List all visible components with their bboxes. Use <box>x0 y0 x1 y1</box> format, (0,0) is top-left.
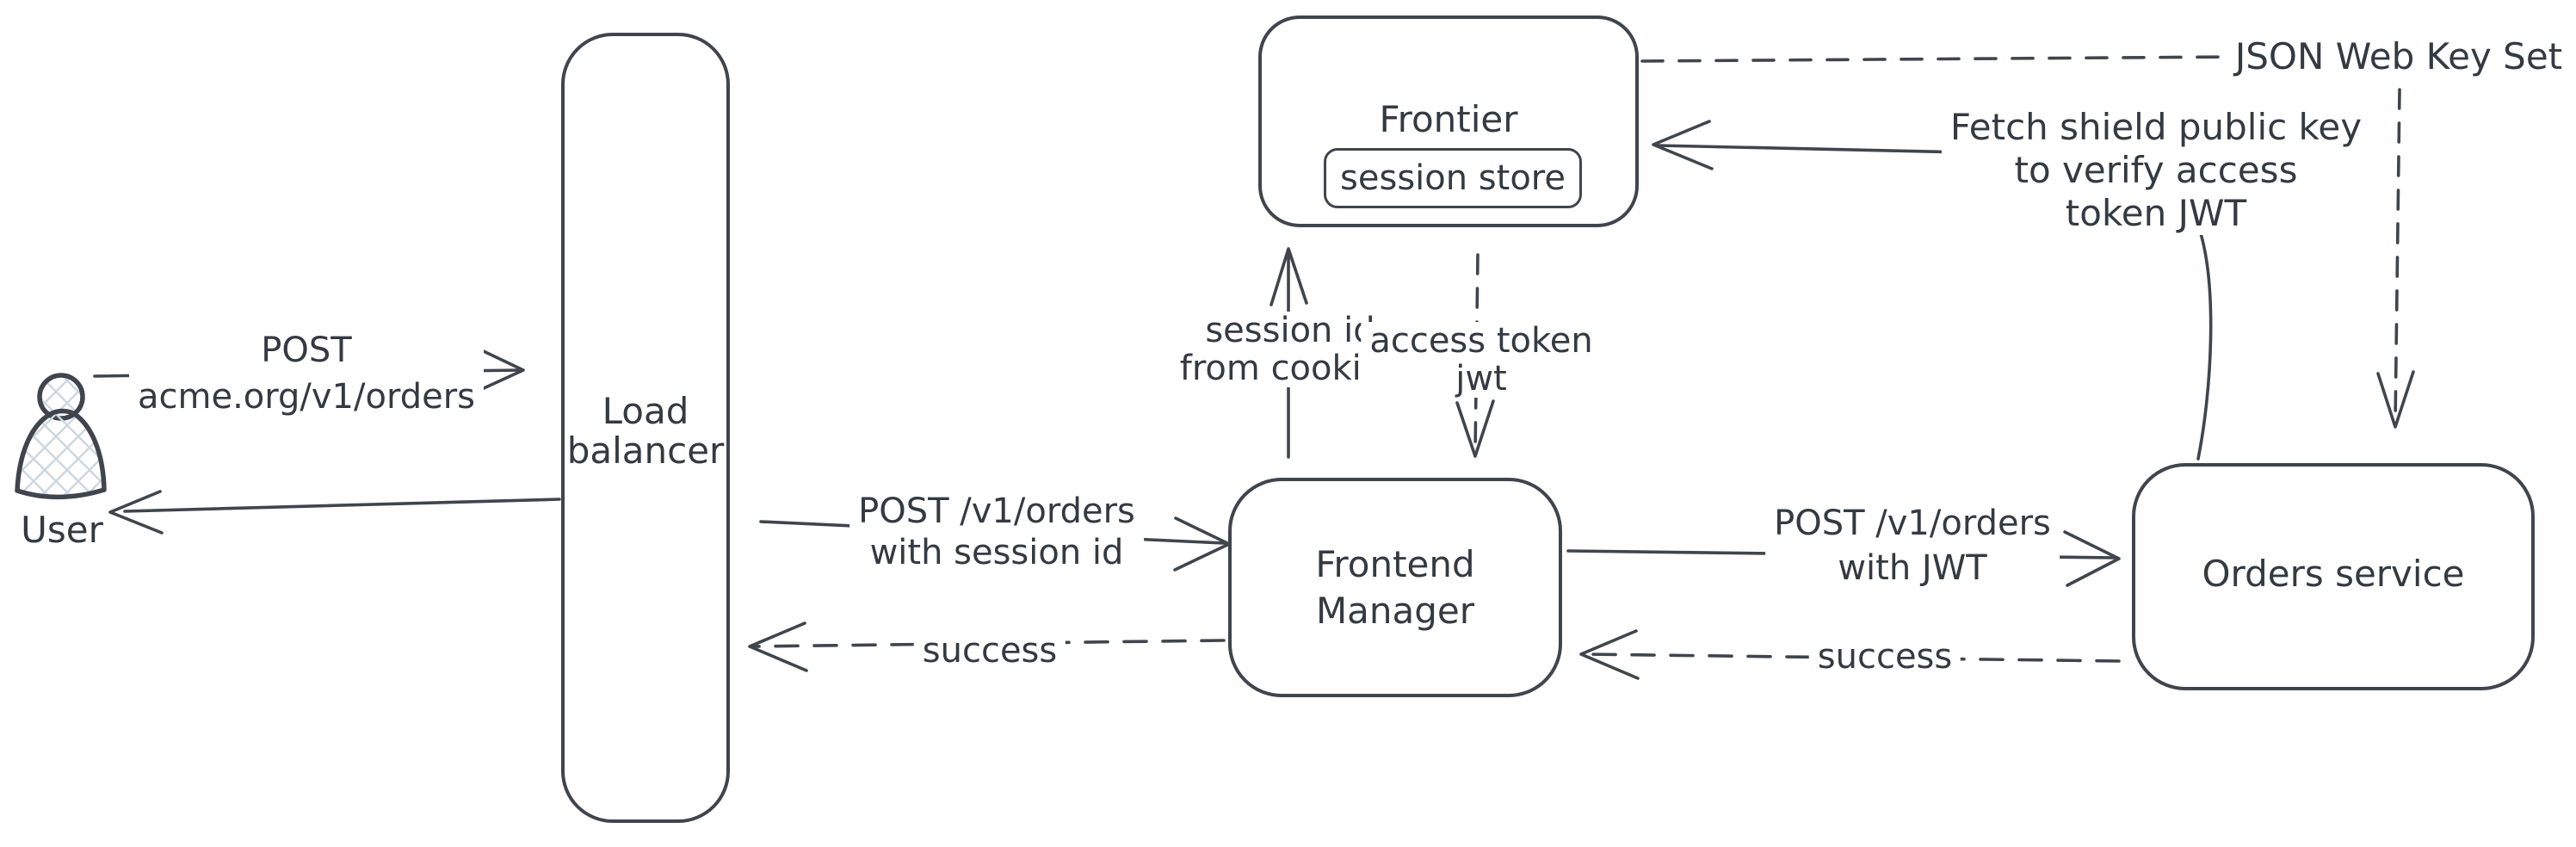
orders-service-label[interactable]: Orders service <box>2202 553 2465 595</box>
edge-label-fetch-shield-line3: token JWT <box>2065 192 2247 234</box>
orders-service-node[interactable] <box>2132 463 2535 690</box>
edge-label-jwks[interactable]: JSON Web Key Set <box>2226 35 2572 78</box>
edge-label-post-jwt-line2: with JWT <box>1838 548 1987 588</box>
frontier-label[interactable]: Frontier <box>1379 98 1518 140</box>
edge-label-fetch-shield-line1: Fetch shield public key <box>1949 106 2363 148</box>
edge-label-success-left[interactable]: success <box>913 629 1066 672</box>
edge-label-access-token-jwt[interactable]: access token jwt <box>1361 321 1602 399</box>
edge-label-session-id-cookies-line1: session id <box>1205 311 1375 350</box>
frontend-manager-label-line2: Manager <box>1315 590 1475 632</box>
frontend-manager-label[interactable]: Frontend Manager <box>1315 541 1474 634</box>
edge-label-access-token-jwt-line2: jwt <box>1455 359 1507 399</box>
arrow-jwks-to-orders-service[interactable] <box>2376 88 2415 429</box>
edge-label-post-session-id-line1: POST /v1/orders <box>858 492 1135 531</box>
edge-label-post-jwt[interactable]: POST /v1/orders with JWT <box>1765 501 2060 590</box>
session-store-node[interactable] <box>1324 148 1582 208</box>
edge-label-fetch-shield[interactable]: Fetch shield public key to verify access… <box>1941 106 2371 235</box>
edge-label-post-acme-line1: POST <box>261 331 352 370</box>
edge-label-fetch-shield-line2: to verify access <box>2014 149 2298 191</box>
arrow-frontier-to-frontend-manager[interactable] <box>1455 253 1495 458</box>
user-body[interactable] <box>15 408 107 500</box>
load-balancer-node[interactable] <box>561 33 730 823</box>
edge-label-access-token-jwt-line1: access token <box>1369 321 1593 361</box>
edge-label-post-acme-line2: acme.org/v1/orders <box>138 377 475 417</box>
load-balancer-label-line1: Load <box>602 390 689 432</box>
user-label[interactable]: User <box>21 509 103 551</box>
frontend-manager-node[interactable] <box>1228 478 1562 697</box>
load-balancer-label[interactable]: Load balancer <box>567 392 725 471</box>
arrow-load-balancer-to-user[interactable] <box>108 490 561 535</box>
edge-label-post-acme[interactable]: POST acme.org/v1/orders <box>129 327 484 420</box>
edge-label-success-right[interactable]: success <box>1808 635 1961 678</box>
arrow-frontier-to-jwks[interactable] <box>1640 55 2237 63</box>
edge-label-post-session-id[interactable]: POST /v1/orders with session id <box>849 491 1144 573</box>
edge-label-post-session-id-line2: with session id <box>869 533 1124 572</box>
session-store-label[interactable]: session store <box>1340 158 1566 198</box>
edge-label-post-jwt-line1: POST /v1/orders <box>1774 504 2051 543</box>
load-balancer-label-line2: balancer <box>566 430 725 472</box>
arrow-orders-service-to-frontend-manager[interactable] <box>1579 629 2121 680</box>
user-icon[interactable] <box>15 373 107 500</box>
frontend-manager-label-line1: Frontend <box>1315 543 1475 585</box>
